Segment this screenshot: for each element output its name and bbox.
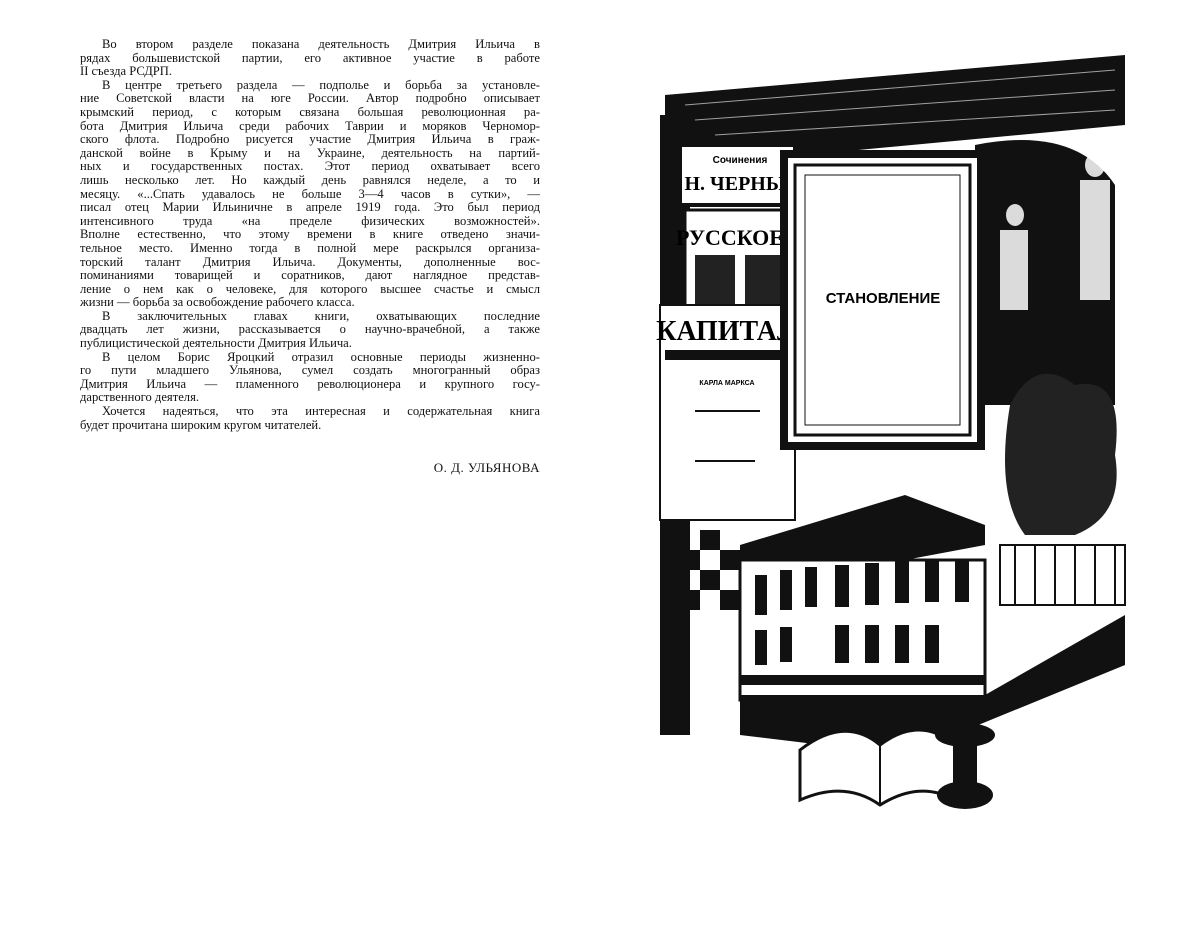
paragraph: Хочется надеяться, что эта интересная и … <box>80 405 540 432</box>
text-line: данской войне в Крыму и на Украине, деят… <box>80 147 540 161</box>
text-line: тельное место. Именно тогда в полной мер… <box>80 242 540 256</box>
text-line: поминаниями товарищей и соратников, дают… <box>80 269 540 283</box>
text-line: публицистической деятельности Дмитрия Ил… <box>80 337 540 351</box>
text-line: Хочется надеяться, что эта интересная и … <box>80 405 540 419</box>
book-title: СТАНОВЛЕНИЕ <box>826 290 941 307</box>
text-line: В целом Борис Яроцкий отразил основные п… <box>80 351 540 365</box>
text-line: дарственного деятеля. <box>80 391 540 405</box>
article-text: Во втором разделе показана деятельность … <box>80 38 540 432</box>
text-line: месяцу. «...Спать удавалось не больше 3—… <box>80 188 540 202</box>
paragraph: Во втором разделе показана деятельность … <box>80 38 540 79</box>
newspaper-1-title: Н. ЧЕРНЫ <box>685 173 786 195</box>
text-line: двадцать лет жизни, рассказывается о нау… <box>80 323 540 337</box>
paragraph: В центре третьего раздела — подполье и б… <box>80 79 540 310</box>
inkwell <box>935 723 995 747</box>
text-line: крымский период, с которым связана больш… <box>80 106 540 120</box>
text-line: писал отец Марии Ильиничне в апреле 1919… <box>80 201 540 215</box>
text-line: ных и государственных постах. Этот перио… <box>80 160 540 174</box>
text-line: В центре третьего раздела — подполье и б… <box>80 79 540 93</box>
text-line: го пути младшего Ульянова, сумел создать… <box>80 364 540 378</box>
text-line: Во втором разделе показана деятельность … <box>80 38 540 52</box>
text-line: интенсивного труда «на пределе физически… <box>80 215 540 229</box>
text-line: ние Советской власти на юге России. Авто… <box>80 92 540 106</box>
paragraph: В целом Борис Яроцкий отразил основные п… <box>80 351 540 405</box>
text-line: ление о нем как о человеке, для которого… <box>80 283 540 297</box>
tree <box>1005 374 1117 535</box>
text-line: будет прочитана широким кругом читателей… <box>80 419 540 433</box>
fence <box>1000 545 1125 605</box>
text-line: Вполне естественно, что этому времени в … <box>80 228 540 242</box>
text-line: бота Дмитрия Ильича среди рабочих Таврии… <box>80 120 540 134</box>
newspaper-1-top: Сочинения <box>713 155 768 166</box>
text-line: ского флота. Подробно рисуется участие Д… <box>80 133 540 147</box>
text-line: В заключительных главах книги, охватываю… <box>80 310 540 324</box>
text-line: лишь несколько лет. Но каждый день равня… <box>80 174 540 188</box>
cover-illustration: Сочинения Н. ЧЕРНЫ РУССКОЕ Б КАПИТАЛ КАР… <box>655 55 1135 825</box>
capital-title: КАПИТАЛ <box>656 316 798 347</box>
signature: О. Д. УЛЬЯНОВА <box>80 460 540 476</box>
text-line: II съезда РСДРП. <box>80 65 540 79</box>
capital-author: КАРЛА МАРКСА <box>699 380 754 387</box>
text-line: рядах большевистской партии, его активно… <box>80 52 540 66</box>
text-line: торский талант Дмитрия Ильича. Документы… <box>80 256 540 270</box>
paragraph: В заключительных главах книги, охватываю… <box>80 310 540 351</box>
open-book <box>800 730 955 805</box>
text-line: Дмитрия Ильича — пламенного революционер… <box>80 378 540 392</box>
text-line: жизни — борьба за освобождение рабочего … <box>80 296 540 310</box>
